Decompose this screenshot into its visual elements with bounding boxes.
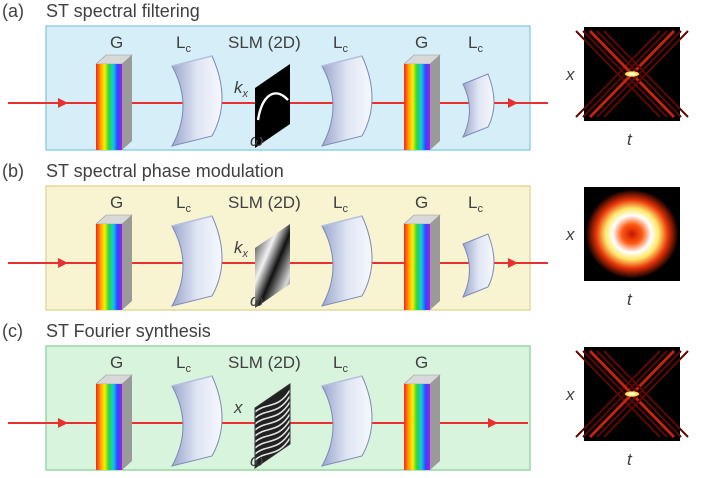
grating-1 <box>95 214 133 310</box>
cylindrical-lens-3 <box>461 233 495 298</box>
slm-panel <box>254 383 291 469</box>
cylindrical-lens-2 <box>321 375 373 467</box>
cylindrical-lens-1 <box>171 215 223 307</box>
beam-arrow-in <box>58 98 68 108</box>
output-x-label: t <box>627 130 633 149</box>
label-grating-2: G <box>415 33 428 52</box>
label-slm: SLM (2D) <box>228 193 301 212</box>
output-y-label: x <box>565 385 575 404</box>
output-x-label: t <box>627 450 633 469</box>
grating-1 <box>95 374 133 470</box>
label-grating-1: G <box>110 353 123 372</box>
slm-axis-bottom: ω <box>250 291 263 310</box>
output-y-label: x <box>565 225 575 244</box>
label-slm: SLM (2D) <box>228 353 301 372</box>
grating-2 <box>403 374 441 470</box>
output-image <box>575 27 689 121</box>
cylindrical-lens-3 <box>461 73 495 138</box>
grating-2 <box>403 54 441 150</box>
label-grating-2: G <box>415 193 428 212</box>
row-title: ST spectral phase modulation <box>46 161 284 181</box>
cylindrical-lens-2 <box>321 215 373 307</box>
output-x-label: t <box>627 290 633 309</box>
row-tag: (b) <box>2 161 24 181</box>
beam-arrow-in <box>58 418 68 428</box>
grating-1 <box>95 54 133 150</box>
slm-axis-bottom: ω <box>250 451 263 470</box>
beam-arrow-in <box>58 258 68 268</box>
row-tag: (a) <box>2 1 24 21</box>
row-tag: (c) <box>2 321 23 341</box>
slm-axis-bottom: ω <box>250 131 263 150</box>
output-image <box>584 187 680 281</box>
row-title: ST Fourier synthesis <box>46 321 211 341</box>
cylindrical-lens-1 <box>171 375 223 467</box>
label-slm: SLM (2D) <box>228 33 301 52</box>
cylindrical-lens-1 <box>171 55 223 147</box>
beam-arrow-out <box>488 418 498 428</box>
grating-2 <box>403 214 441 310</box>
output-image <box>575 347 689 441</box>
label-grating-1: G <box>110 193 123 212</box>
slm-panel <box>255 224 290 308</box>
row-title: ST spectral filtering <box>46 1 200 21</box>
label-grating-1: G <box>110 33 123 52</box>
slm-axis-top: x <box>233 398 243 417</box>
cylindrical-lens-2 <box>321 55 373 147</box>
beam-arrow-out <box>508 258 518 268</box>
output-y-label: x <box>565 65 575 84</box>
slm-panel <box>255 64 290 148</box>
beam-arrow-out <box>508 98 518 108</box>
label-grating-2: G <box>415 353 428 372</box>
